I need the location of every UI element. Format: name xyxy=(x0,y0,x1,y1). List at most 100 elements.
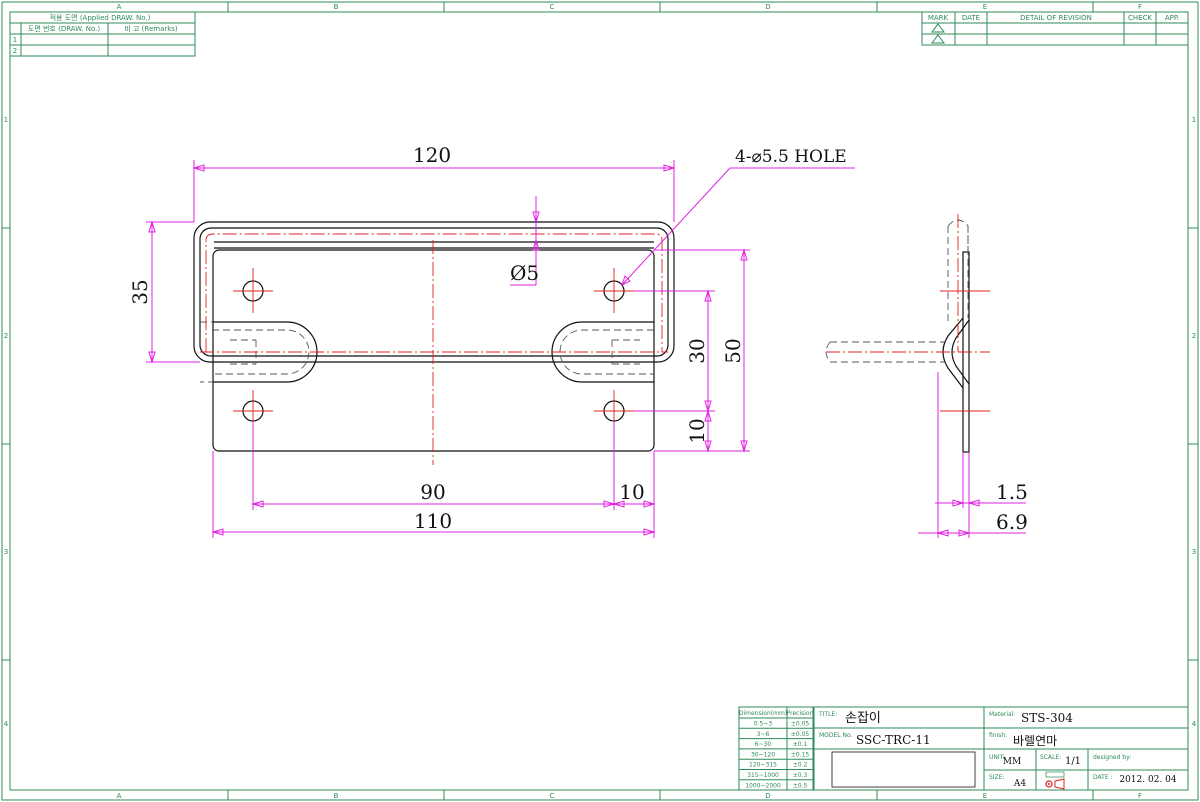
zone-label-f-bottom: F xyxy=(1138,792,1142,800)
zone-label-a-bottom: A xyxy=(117,792,122,800)
model-value: SSC-TRC-11 xyxy=(856,733,931,747)
rev-header-check: CHECK xyxy=(1128,14,1152,22)
model-label: MODEL No. xyxy=(819,732,853,739)
rev-header-detail: DETAIL OF REVISION xyxy=(1020,14,1092,22)
dim-depth: 6.9 xyxy=(996,510,1028,534)
revision-triangle-icon xyxy=(931,34,945,44)
handle-outer-outline xyxy=(193,221,675,363)
applied-table-row-2: 2 xyxy=(13,47,17,55)
dim-hole-callout: 4-⌀5.5 HOLE xyxy=(735,147,847,167)
tol-precision-cell: ±0.5 xyxy=(793,782,808,789)
dim-handle-height: 35 xyxy=(128,279,152,304)
tol-range-cell: 1000~2000 xyxy=(745,782,781,789)
zone-label-b-top: B xyxy=(334,3,339,11)
dim-thickness: 1.5 xyxy=(996,480,1028,504)
right-hidden-tab xyxy=(611,339,640,365)
hole-leader-line xyxy=(621,167,731,286)
date-label: DATE : xyxy=(1093,774,1113,781)
base-plate xyxy=(212,249,655,452)
tol-range-cell: 0.5~3 xyxy=(754,721,773,728)
title-value: 손잡이 xyxy=(845,711,881,726)
zone-label-1-right: 1 xyxy=(1192,116,1196,124)
tol-precision-cell: ±0.05 xyxy=(791,721,810,728)
designed-label: designed by: xyxy=(1093,754,1131,761)
zone-label-e-top: E xyxy=(983,3,987,11)
scale-value: 1/1 xyxy=(1065,756,1081,767)
rev-header-mark: MARK xyxy=(928,14,949,22)
dim-edge-horizontal: 10 xyxy=(619,480,644,504)
zone-label-2-left: 2 xyxy=(4,332,8,340)
dim-hole-pitch-horizontal: 90 xyxy=(420,480,445,504)
zone-label-d-top: D xyxy=(765,3,770,11)
tol-header-precision: Precision xyxy=(787,710,814,717)
title-label: TITLE: xyxy=(818,711,837,718)
left-slot-hidden-inner xyxy=(212,329,310,375)
zone-label-e-bottom: E xyxy=(983,792,987,800)
applied-table-col2: 비 고 (Remarks) xyxy=(124,24,178,33)
zone-label-1-left: 1 xyxy=(4,116,8,124)
size-value: A4 xyxy=(1013,779,1026,789)
dim-plate-width: 110 xyxy=(414,509,452,533)
zone-label-a-top: A xyxy=(117,3,122,11)
finish-label: finish: xyxy=(989,732,1007,739)
tol-range-cell: 120~315 xyxy=(749,762,777,769)
revision-table: MARK DATE DETAIL OF REVISION CHECK APP. xyxy=(921,11,1189,46)
side-handle-top-hidden xyxy=(947,219,969,252)
tol-range-cell: 30~120 xyxy=(751,751,775,758)
front-dimensions: 120 4-⌀5.5 HOLE Ø5 35 30 10 50 xyxy=(128,143,855,538)
zone-label-c-top: C xyxy=(550,3,555,11)
right-slot-hidden xyxy=(559,329,654,375)
size-label: SIZE: xyxy=(989,774,1005,781)
tol-precision-cell: ±0.3 xyxy=(793,772,808,779)
dim-edge-vertical: 10 xyxy=(685,418,709,443)
title-block: TITLE: 손잡이 MODEL No. SSC-TRC-11 Material… xyxy=(813,706,1189,791)
rev-header-app: APP. xyxy=(1165,14,1179,22)
applied-table-col1: 도면 번호 (DRAW. No.) xyxy=(28,24,101,33)
tol-precision-cell: ±0.1 xyxy=(793,741,808,748)
handle-path-centerline xyxy=(205,233,663,352)
dim-hole-pitch-vertical: 30 xyxy=(685,338,709,363)
zone-label-4-left: 4 xyxy=(4,720,9,728)
dim-overall-width: 120 xyxy=(413,143,451,167)
projection-symbol-icon xyxy=(1045,771,1065,790)
zone-label-d-bottom: D xyxy=(765,792,770,800)
tol-precision-cell: ±0.2 xyxy=(793,762,808,769)
zone-label-3-right: 3 xyxy=(1192,548,1196,556)
handle-inner-outline xyxy=(199,227,669,357)
zone-label-4-right: 4 xyxy=(1192,720,1197,728)
material-label: Material: xyxy=(989,711,1015,718)
dim-plate-height: 50 xyxy=(721,338,745,363)
tol-precision-cell: ±0.15 xyxy=(791,751,810,758)
tol-range-cell: 315~1000 xyxy=(747,772,779,779)
applied-table-row-1: 1 xyxy=(13,36,17,44)
applied-drawing-table: 적용 도면 (Applied DRAW. No.) 도면 번호 (DRAW. N… xyxy=(9,11,196,57)
dim-rod-diameter: Ø5 xyxy=(510,261,539,285)
finish-value: 바렐연마 xyxy=(1013,734,1057,748)
material-value: STS-304 xyxy=(1021,711,1073,725)
drawing-number-box xyxy=(831,751,976,788)
rev-header-date: DATE xyxy=(962,14,980,22)
tol-range-cell: 3~6 xyxy=(757,731,770,738)
side-view: 1.5 6.9 xyxy=(825,214,1028,538)
tol-range-cell: 6~30 xyxy=(755,741,772,748)
unit-label: UNIT: xyxy=(989,754,1005,761)
scale-label: SCALE: xyxy=(1040,754,1061,761)
front-view xyxy=(193,221,675,465)
revision-triangle-icon xyxy=(931,23,945,33)
tol-header-dimension: Dimension(mm) xyxy=(739,710,787,717)
tol-precision-cell: ±0.05 xyxy=(791,731,810,738)
zone-label-3-left: 3 xyxy=(4,548,8,556)
date-value: 2012. 02. 04 xyxy=(1119,775,1177,785)
zone-labels-side: 1 1 2 2 3 3 4 4 xyxy=(4,116,1197,728)
side-bend xyxy=(942,317,964,389)
side-rod-hidden xyxy=(825,341,946,363)
tolerance-table: Dimension(mm) Precision 0.5~3 ±0.05 3~6 ±0.… xyxy=(738,706,814,791)
zone-label-c-bottom: C xyxy=(550,792,555,800)
zone-label-b-bottom: B xyxy=(334,792,339,800)
zone-label-2-right: 2 xyxy=(1192,332,1196,340)
applied-table-title: 적용 도면 (Applied DRAW. No.) xyxy=(50,13,151,22)
